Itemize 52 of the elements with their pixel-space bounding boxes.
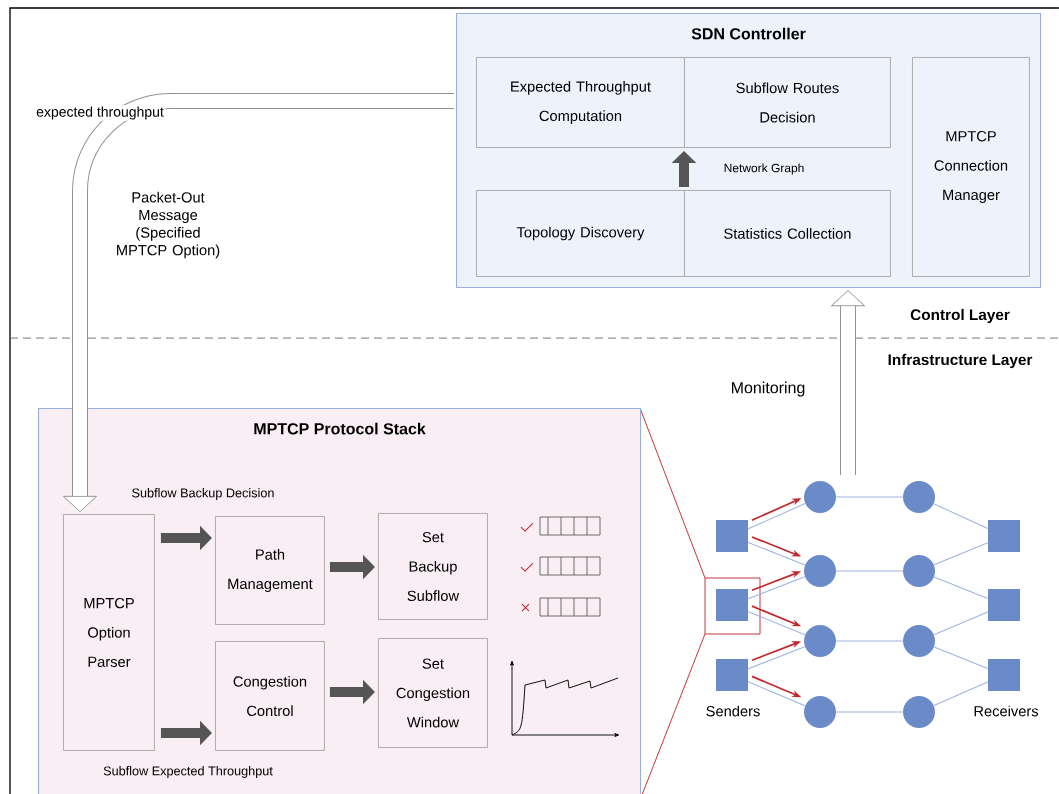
edge-label: Subflow Backup Decision [132,488,274,500]
host-square [716,659,748,691]
text-label: Infrastructure Layer [888,353,1033,369]
edge-label: Packet-Out Message (Specified MPTCP Option) [117,191,220,259]
process-box: Statistics Collection [684,190,891,277]
link-line [933,681,989,707]
link-line [933,576,989,600]
text-label: Control Layer [910,308,1010,324]
router-circle [903,555,935,587]
link-line [747,541,806,566]
edge-label: Network Graph [724,163,804,175]
router-circle [804,481,836,513]
process-box: Congestion Control [215,641,325,751]
text-label: expected throughput [34,105,166,121]
router-circle [804,625,836,657]
link-line [835,711,904,713]
text-label: Receivers [974,705,1039,717]
process-box: Set Congestion Window [378,638,488,748]
router-circle [804,696,836,728]
process-box: Path Management [215,516,325,625]
hollow-arrow [831,290,865,475]
link-line [747,576,806,600]
text-label: Senders [706,705,760,717]
edge-label: Monitoring [732,381,805,397]
process-box: MPTCP Option Parser [63,514,155,751]
link-line [747,611,806,636]
router-circle [903,481,935,513]
link-line [835,570,904,572]
link-line [747,681,806,707]
link-line [933,646,989,670]
link-line [933,503,989,530]
link-line [933,611,989,636]
link-line [747,503,806,530]
hollow-arrow [63,93,454,512]
process-box: MPTCP Connection Manager [912,57,1030,277]
link-line [747,646,806,670]
router-circle [903,696,935,728]
process-box: Topology Discovery [476,190,685,277]
link-line [835,496,904,498]
router-circle [804,555,836,587]
host-square [988,520,1020,552]
host-square [988,659,1020,691]
process-box: Expected Throughput Computation [476,57,685,148]
link-line [835,640,904,642]
router-circle [903,625,935,657]
host-square [716,520,748,552]
host-square [988,589,1020,621]
edge-label: Subflow Expected Throughput [103,766,273,778]
process-box: Subflow Routes Decision [684,57,891,148]
link-line [933,542,989,566]
process-box: Set Backup Subflow [378,513,488,620]
host-square [716,589,748,621]
